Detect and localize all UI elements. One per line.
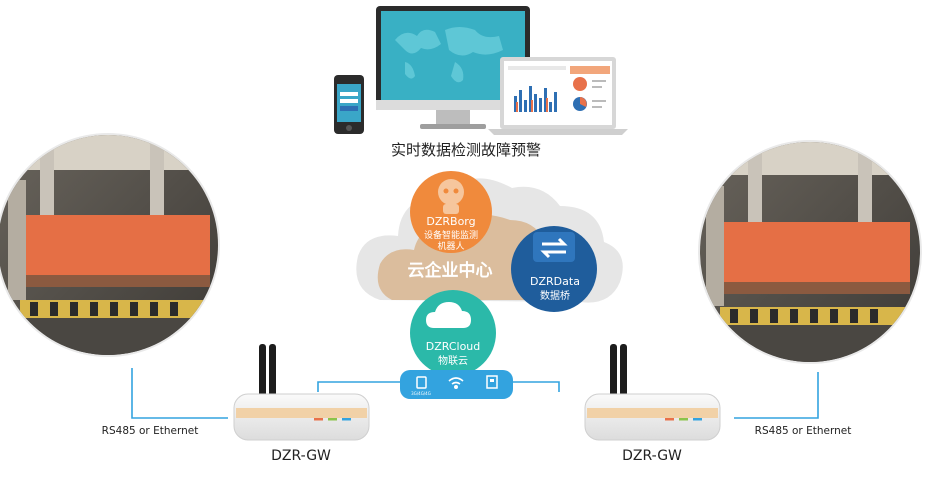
antenna-icon <box>620 344 627 398</box>
cloud-desc-label: 物联云 <box>438 354 468 367</box>
cloud-center-label: 云企业中心 <box>408 260 493 281</box>
data-desc-label: 数据桥 <box>540 289 570 302</box>
wifi-icon <box>448 377 464 389</box>
node-borg <box>410 171 492 253</box>
borg-desc-line1: 设备智能监测 <box>424 229 478 241</box>
antenna-icon <box>610 344 617 398</box>
laptop-icon <box>488 57 628 135</box>
gateway-right <box>584 344 721 441</box>
machine-photo-left <box>0 133 220 357</box>
connector-lines <box>131 368 819 419</box>
gateway-left <box>233 344 370 441</box>
ethernet-icon <box>486 375 498 389</box>
line-right-machine-to-gw <box>734 372 819 419</box>
gateway-left-label: DZR-GW <box>271 448 331 464</box>
sim-icon <box>416 376 427 389</box>
line-left-gw-to-bar <box>317 381 400 392</box>
cloud-icon <box>426 302 471 328</box>
line-left-machine-to-gw <box>131 368 228 419</box>
line-bar-to-right-gw <box>513 381 560 392</box>
link-label-right: RS485 or Ethernet <box>755 425 852 437</box>
data-name-label: DZRData <box>530 275 580 288</box>
borg-name: DZRBorg <box>426 215 475 228</box>
node-cloud <box>410 290 496 376</box>
phone-icon <box>334 75 364 134</box>
cell-label: 3G/4G/4G <box>411 391 431 396</box>
link-label-left: RS485 or Ethernet <box>102 425 199 437</box>
machine-photo-right <box>698 140 922 364</box>
antenna-icon <box>269 344 276 398</box>
node-data <box>511 226 597 312</box>
page-title: 实时数据检测故障预警 <box>391 141 541 159</box>
devices-group <box>334 6 628 135</box>
network-bar <box>400 370 513 399</box>
robot-icon <box>438 179 464 214</box>
borg-desc-line2: 机器人 <box>437 240 464 252</box>
gateway-right-label: DZR-GW <box>622 448 682 464</box>
sync-icon <box>533 232 575 262</box>
antenna-icon <box>259 344 266 398</box>
cloud-name-label: DZRCloud <box>426 340 481 353</box>
